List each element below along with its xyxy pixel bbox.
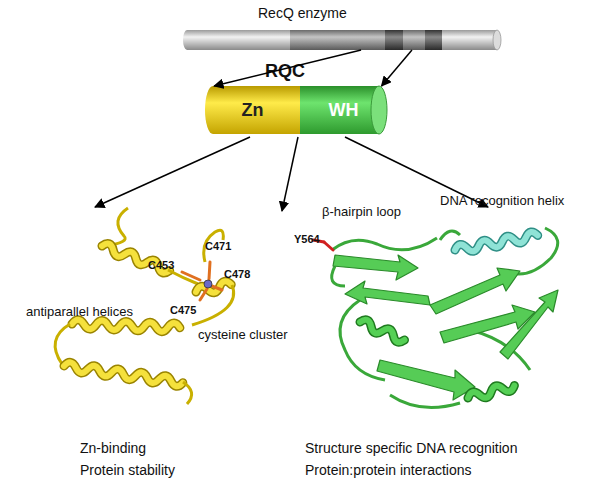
annotation-label: Protein:protein interactions: [305, 462, 472, 478]
zn-domain-ribbon-part-part: [63, 362, 183, 388]
zn-domain-ribbon-part-part: [195, 280, 232, 296]
annotation-label: β-hairpin loop: [322, 205, 401, 220]
wh-domain-ribbon-part-part: [332, 266, 345, 286]
wh-domain-ribbon-part-part: [467, 381, 516, 402]
wh-domain-ribbon-part-part: [454, 231, 538, 254]
annotation-label: antiparallel helices: [26, 305, 133, 320]
wh-segment-part: [371, 86, 387, 134]
node-heading: RecQ enzyme: [258, 5, 347, 21]
wh-domain-ribbon-part-part: [358, 318, 406, 344]
enzyme-cylinder-part: [493, 30, 501, 50]
cysteine-sticks-part: [209, 262, 210, 279]
wh-domain-ribbon-part: [467, 381, 516, 402]
annotation-label: Zn-binding: [80, 440, 146, 456]
zn-domain-ribbon-part: [192, 285, 234, 325]
zn-domain-ribbon-part: [183, 382, 192, 404]
annotation-label: DNA recognition helix: [440, 194, 564, 209]
pointer-arrows: [95, 137, 488, 211]
wh-domain-ribbon-part-part: [430, 268, 520, 314]
wh-domain-ribbon-part-part: [390, 395, 460, 408]
wh-domain-ribbon-part-part: [345, 281, 430, 305]
enzyme-cylinder-part: [290, 30, 385, 50]
enzyme-cylinder-outline: [183, 30, 501, 50]
zn-domain-ribbon-part-part: [72, 320, 180, 333]
enzyme-cylinder-part: [425, 30, 442, 50]
zn-segment: Zn: [205, 86, 300, 134]
annotation-label: Protein stability: [80, 462, 175, 478]
enzyme-cylinder-part: [403, 30, 425, 50]
wh-segment: WH: [300, 86, 387, 134]
cysteine-sticks-part: [200, 289, 207, 300]
wh-domain-ribbon-part: [332, 228, 558, 408]
cysteine-sticks-part: [182, 272, 200, 280]
annotation-label: C475: [170, 304, 196, 317]
enzyme-cylinder: RecQ enzyme: [183, 30, 501, 50]
zn-domain-ribbon-part-part: [72, 320, 180, 333]
wh-domain-ribbon-part-part: [333, 255, 418, 280]
pointer-arrows-part: [282, 137, 298, 211]
cysteine-sticks-part: [212, 286, 222, 290]
zn-domain-ribbon-part: [63, 362, 183, 388]
cysteine-sticks: [182, 262, 222, 300]
enzyme-cylinder-part: [442, 30, 497, 50]
wh-domain-ribbon-part-part: [332, 238, 437, 250]
connector-arrow: [214, 50, 361, 86]
annotation-label: cysteine cluster: [198, 328, 288, 343]
enzyme-cylinder-part: [385, 30, 403, 50]
zn-domain-ribbon-part-part: [195, 280, 232, 296]
zn-domain-ribbon-part: [55, 324, 70, 364]
connector-arrow: [382, 50, 412, 86]
wh-domain-ribbon: [313, 228, 558, 408]
wh-domain-ribbon-part: [454, 231, 538, 254]
node-label: Zn: [205, 100, 300, 121]
annotation-label: Structure specific DNA recognition: [305, 440, 517, 456]
zn-domain-ribbon-part: [195, 280, 232, 296]
wh-domain-ribbon-part-part: [500, 290, 558, 359]
zn-domain-ribbon-part: [72, 320, 180, 333]
annotation-label: C453: [148, 259, 174, 272]
node-heading: RQC: [265, 61, 305, 82]
wh-domain-ribbon-part: [358, 318, 406, 344]
wh-domain-ribbon-part-part: [440, 231, 460, 240]
annotation-label: C471: [205, 240, 231, 253]
zinc-ion: [204, 280, 212, 288]
wh-domain-ribbon-part-part: [467, 381, 516, 402]
enzyme-cylinder-part: [183, 30, 191, 50]
tyrosine-stick-part: [324, 242, 333, 250]
enzyme-cylinder-part: [187, 30, 290, 50]
annotation-label: C478: [224, 268, 250, 281]
wh-domain-ribbon-part-part: [454, 231, 538, 254]
pointer-arrows-part: [95, 137, 250, 207]
wh-domain-ribbon-part: [333, 255, 558, 400]
rqc-cylinder: RQCZnWH: [205, 86, 387, 134]
annotation-label: Y564: [294, 233, 320, 246]
node-label: WH: [300, 100, 387, 121]
zn-domain-ribbon-part-part: [63, 362, 183, 388]
wh-domain-ribbon-part-part: [358, 318, 406, 344]
wh-domain-ribbon-part-part: [377, 360, 475, 400]
